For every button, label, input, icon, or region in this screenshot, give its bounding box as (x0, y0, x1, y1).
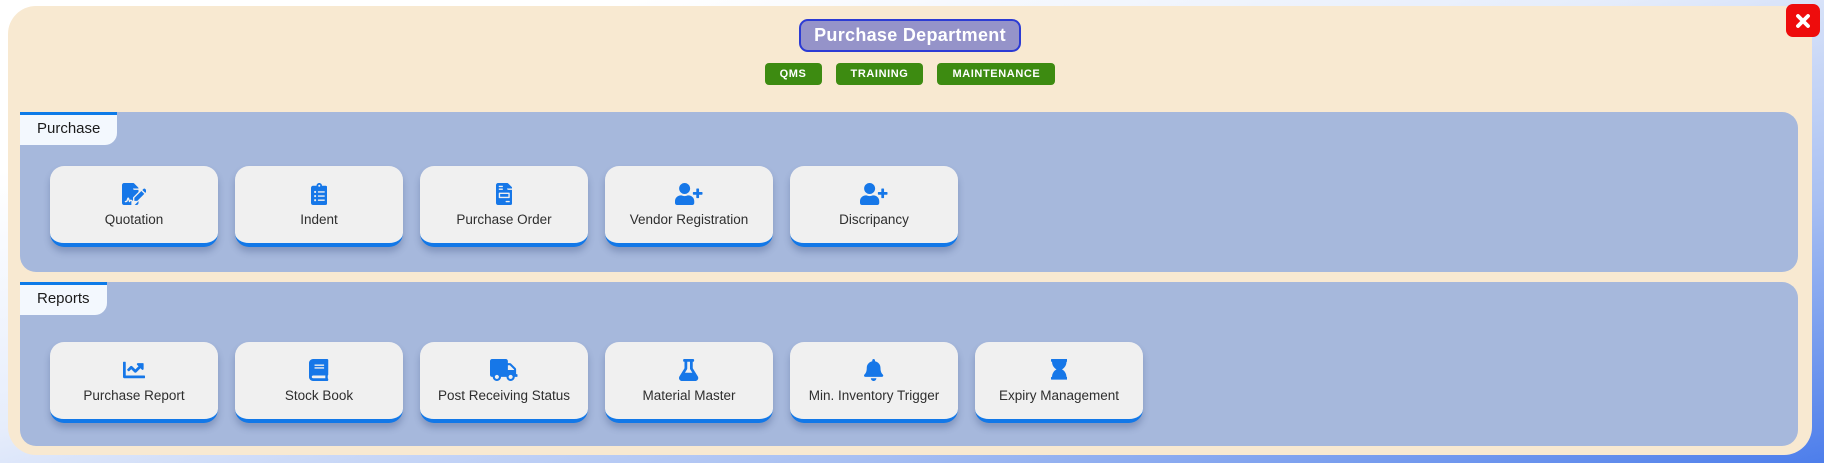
card-label: Purchase Order (456, 211, 552, 227)
book-icon (309, 358, 329, 381)
clipboard-list-icon (310, 182, 328, 205)
purchase-panel: Quotation Indent Purchase Order (20, 112, 1798, 272)
card-label: Vendor Registration (629, 211, 749, 227)
card-label: Discripancy (839, 211, 909, 227)
close-button[interactable] (1786, 4, 1820, 37)
card-label: Stock Book (284, 387, 354, 403)
sections-container: Purchase Quotation Indent (8, 112, 1812, 446)
card-expiry-management[interactable]: Expiry Management (975, 342, 1143, 423)
bell-icon (864, 358, 884, 381)
training-button[interactable]: TRAINING (835, 63, 924, 85)
x-close-icon (1793, 11, 1813, 31)
card-purchase-report[interactable]: Purchase Report (50, 342, 218, 423)
card-label: Min. Inventory Trigger (808, 387, 940, 403)
card-label: Material Master (642, 387, 736, 403)
tab-purchase[interactable]: Purchase (20, 112, 118, 145)
user-plus-icon (860, 182, 888, 205)
card-label: Indent (300, 211, 338, 227)
card-quotation[interactable]: Quotation (50, 166, 218, 247)
file-signature-icon (121, 182, 147, 205)
department-nav: QMS TRAINING MAINTENANCE (8, 63, 1812, 85)
chart-line-icon (123, 359, 145, 381)
card-discripancy[interactable]: Discripancy (790, 166, 958, 247)
reports-panel: Purchase Report Stock Book Post Receivin… (20, 282, 1798, 446)
tab-reports[interactable]: Reports (20, 282, 107, 315)
card-material-master[interactable]: Material Master (605, 342, 773, 423)
purchase-department-window: Purchase Department QMS TRAINING MAINTEN… (8, 6, 1812, 455)
card-label: Purchase Report (83, 387, 185, 403)
card-label: Expiry Management (998, 387, 1120, 403)
truck-icon (490, 358, 518, 381)
card-vendor-registration[interactable]: Vendor Registration (605, 166, 773, 247)
header: Purchase Department QMS TRAINING MAINTEN… (8, 6, 1812, 85)
card-post-receiving-status[interactable]: Post Receiving Status (420, 342, 588, 423)
card-stock-book[interactable]: Stock Book (235, 342, 403, 423)
purchase-section: Purchase Quotation Indent (20, 112, 1798, 272)
page-title: Purchase Department (799, 19, 1021, 52)
card-indent[interactable]: Indent (235, 166, 403, 247)
flask-icon (679, 358, 699, 381)
qms-button[interactable]: QMS (764, 63, 822, 85)
card-label: Post Receiving Status (437, 387, 571, 403)
maintenance-button[interactable]: MAINTENANCE (937, 63, 1056, 85)
card-purchase-order[interactable]: Purchase Order (420, 166, 588, 247)
user-plus-icon (675, 182, 703, 205)
card-label: Quotation (104, 211, 164, 227)
file-invoice-icon (495, 182, 513, 205)
card-min-inventory-trigger[interactable]: Min. Inventory Trigger (790, 342, 958, 423)
hourglass-icon (1050, 358, 1068, 381)
reports-section: Reports Purchase Report Stock Book (20, 282, 1798, 446)
